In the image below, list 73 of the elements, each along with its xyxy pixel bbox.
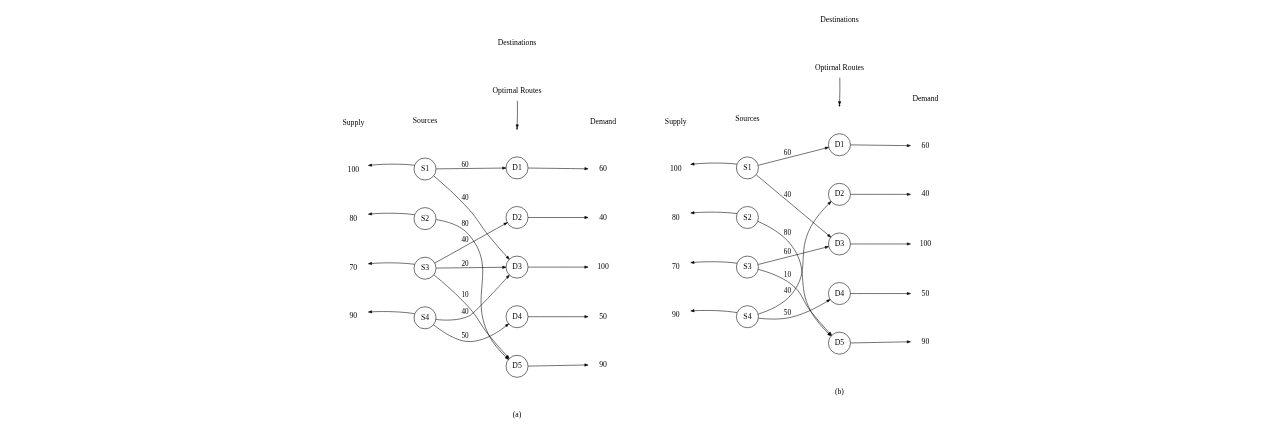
- node-circle: S4: [735, 305, 759, 328]
- arrow: [690, 309, 737, 313]
- arrow: [527, 216, 588, 219]
- node-circle: S2: [735, 206, 759, 229]
- arrow: [433, 274, 509, 359]
- node-text: 70: [671, 262, 680, 272]
- arrow: [690, 162, 737, 166]
- node-text: 90: [671, 310, 680, 320]
- arrow: [435, 265, 506, 269]
- label: Demand: [589, 116, 616, 126]
- arrow: [527, 167, 588, 171]
- arrow: [435, 166, 506, 170]
- arrow: [434, 222, 508, 264]
- arrow: [433, 175, 509, 260]
- node-text: 40: [598, 212, 607, 222]
- arrow: [367, 212, 415, 216]
- node-text: Optirnal Routes: [492, 85, 542, 95]
- node-text: Optirnal Routes: [814, 62, 864, 72]
- node-text: 90: [598, 359, 607, 369]
- node-circle: S2: [413, 207, 436, 230]
- arrow: [527, 265, 588, 269]
- node-circle: S3: [413, 256, 436, 280]
- arrow: [435, 274, 510, 321]
- node-text: 50: [598, 311, 607, 321]
- node-text: 90: [349, 311, 357, 321]
- node-text: 100: [347, 165, 359, 175]
- node-circle: S4: [413, 306, 436, 330]
- node-circle: D1: [505, 156, 528, 180]
- node-circle: D1: [827, 133, 851, 157]
- arrow: [527, 363, 588, 367]
- node-text: 50: [921, 288, 929, 298]
- node-text: 70: [349, 263, 357, 273]
- arrow: [849, 292, 911, 295]
- label: Destinations: [497, 38, 536, 48]
- node-text: 90: [921, 336, 929, 346]
- node-text: 100: [596, 262, 609, 272]
- arrow: [367, 262, 415, 265]
- label: Sources: [412, 115, 437, 125]
- arrow: [757, 201, 831, 315]
- arrow: [432, 323, 509, 342]
- arrow: [527, 315, 588, 319]
- arrow: [690, 211, 737, 215]
- node-text: 100: [669, 164, 682, 174]
- label: Destinations: [819, 15, 859, 25]
- arrow: [849, 242, 911, 246]
- arrow: [515, 100, 519, 129]
- node-text: 80: [671, 212, 680, 222]
- label: (a): [512, 409, 521, 419]
- arrow: [755, 174, 831, 238]
- node-circle: S1: [735, 156, 759, 180]
- arrow: [837, 77, 841, 106]
- arrow: [367, 310, 415, 314]
- arrow: [367, 163, 415, 167]
- node-text: 60: [921, 140, 929, 150]
- arrow: [757, 246, 829, 265]
- node-text: 80: [349, 213, 357, 223]
- label: Sources: [734, 114, 760, 124]
- node-text: 60: [598, 164, 607, 174]
- arrow: [757, 299, 830, 320]
- node-text: 100: [919, 238, 931, 248]
- label: Demand: [911, 93, 938, 103]
- label: (b): [834, 386, 844, 396]
- label: Supply: [341, 117, 364, 127]
- arrow: [849, 144, 911, 148]
- node-circle: S3: [735, 255, 759, 279]
- arrow: [690, 260, 737, 264]
- arrow: [849, 340, 911, 344]
- label: Supply: [664, 116, 687, 126]
- node-text: 40: [921, 189, 929, 199]
- arrow: [849, 192, 911, 196]
- arrow: [757, 146, 829, 166]
- node-circle: S1: [413, 157, 436, 181]
- arrow: [435, 219, 509, 360]
